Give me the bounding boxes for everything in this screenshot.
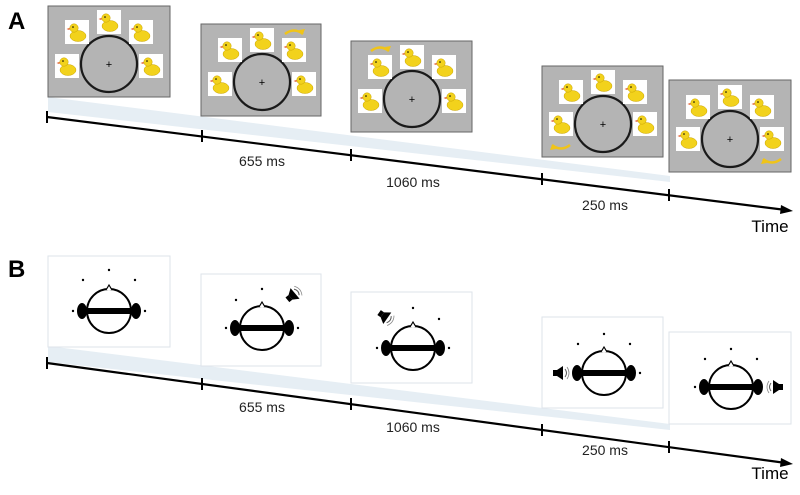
- duck-icon: [622, 79, 648, 105]
- axis-ticks: [46, 111, 670, 201]
- duck-icon: [138, 53, 164, 79]
- duck-icon: [431, 54, 457, 80]
- duck-icon: [548, 111, 574, 137]
- duck-icon: [441, 88, 467, 114]
- screen-shadow: [48, 97, 670, 182]
- duck-icon: [64, 19, 90, 45]
- time-axis: [46, 361, 787, 465]
- fixation-cross: +: [727, 134, 733, 146]
- time-axis-label: Time: [751, 217, 788, 236]
- fixation-cross: +: [409, 94, 415, 106]
- interval-label: 655 ms: [239, 399, 285, 415]
- panel-a: + + + + + 655 ms 1060 ms 250 ms Time: [46, 5, 793, 236]
- duck-icon: [54, 53, 80, 79]
- panel-b-letter: B: [8, 256, 26, 283]
- duck-icon: [249, 27, 275, 53]
- duck-icon: [717, 84, 743, 110]
- axis-ticks: [46, 357, 670, 453]
- screen-shadow: [48, 346, 670, 430]
- duck-icon: [558, 79, 584, 105]
- panel-b: 655 ms 1060 ms 250 ms Time: [46, 255, 793, 483]
- interval-label: 250 ms: [582, 442, 628, 458]
- auditory-screen: [350, 291, 473, 384]
- stimulus-screen: [350, 40, 473, 133]
- duck-icon: [281, 37, 307, 63]
- stimulus-screen: [47, 5, 171, 98]
- time-axis-arrowhead: [780, 458, 793, 467]
- auditory-screen: [668, 331, 792, 425]
- duck-icon: [96, 9, 122, 35]
- duck-icon: [357, 88, 383, 114]
- interval-label: 655 ms: [239, 153, 285, 169]
- stimulus-screen: [668, 79, 792, 173]
- fixation-cross: +: [106, 59, 112, 71]
- stimulus-screen: [200, 23, 322, 117]
- duck-icon: [207, 71, 233, 97]
- duck-icon: [759, 126, 785, 152]
- stimulus-screen: [541, 65, 664, 158]
- time-axis: [46, 115, 787, 212]
- fixation-cross: +: [259, 77, 265, 89]
- duck-icon: [291, 71, 317, 97]
- duck-icon: [367, 54, 393, 80]
- duck-icon: [749, 94, 775, 120]
- auditory-screen: [47, 255, 171, 348]
- time-axis-label: Time: [751, 464, 788, 483]
- auditory-screen: [541, 316, 664, 409]
- duck-icon: [590, 69, 616, 95]
- interval-label: 1060 ms: [386, 174, 440, 190]
- duck-icon: [675, 126, 701, 152]
- duck-icon: [128, 19, 154, 45]
- duck-icon: [685, 94, 711, 120]
- interval-label: 250 ms: [582, 197, 628, 213]
- duck-icon: [632, 111, 658, 137]
- interval-label: 1060 ms: [386, 419, 440, 435]
- auditory-screen: [200, 273, 322, 367]
- duck-icon: [399, 44, 425, 70]
- fixation-cross: +: [600, 119, 606, 131]
- time-axis-arrowhead: [780, 205, 793, 214]
- panel-a-letter: A: [8, 8, 26, 35]
- duck-icon: [217, 37, 243, 63]
